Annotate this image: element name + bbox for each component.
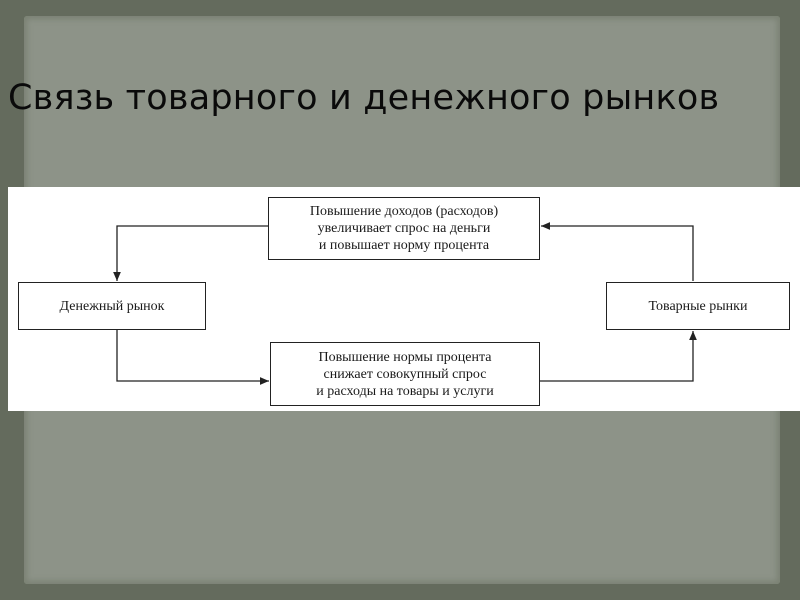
- income-raises-money-demand-box: Повышение доходов (расходов) увеличивает…: [268, 197, 540, 260]
- market-link-diagram: Повышение доходов (расходов) увеличивает…: [8, 187, 800, 411]
- money-market-box: Денежный рынок: [18, 282, 206, 330]
- goods-markets-box: Товарные рынки: [606, 282, 790, 330]
- slide-title: Связь товарного и денежного рынков: [8, 78, 720, 118]
- arrow-top-to-money-market: [113, 225, 268, 281]
- arrow-bottom-to-goods-market: [540, 331, 697, 382]
- arrow-money-market-to-bottom: [116, 329, 269, 385]
- interest-rate-lowers-demand-box: Повышение нормы процента снижает совокуп…: [270, 342, 540, 406]
- arrow-goods-market-to-top: [541, 222, 694, 281]
- diagram-connectors: [113, 222, 697, 385]
